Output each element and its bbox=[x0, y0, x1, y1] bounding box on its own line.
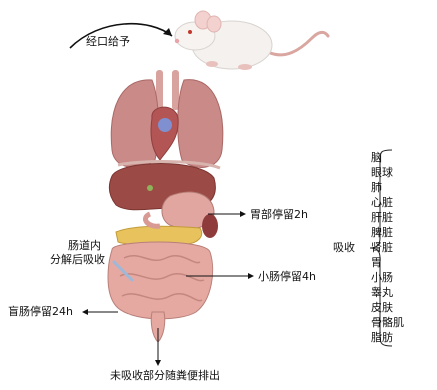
organ-item: 皮肤 bbox=[371, 301, 393, 314]
organ-item: 脂肪 bbox=[371, 331, 393, 344]
organ-item: 骨骼肌 bbox=[371, 316, 404, 329]
rat-illustration bbox=[175, 11, 328, 70]
organ-item: 睾丸 bbox=[371, 286, 393, 299]
absorption-label: 吸收 bbox=[333, 241, 355, 254]
cecum-retention-label: 盲肠停留24h bbox=[8, 305, 73, 318]
intestine-decomposition-label-line2: 分解后吸收 bbox=[50, 253, 105, 266]
organ-item: 肾脏 bbox=[371, 241, 393, 254]
cecum-arrow bbox=[82, 309, 118, 315]
organ-item: 心脏 bbox=[371, 196, 393, 209]
excretion-label: 未吸收部分随粪便排出 bbox=[110, 369, 220, 382]
organ-item: 脑 bbox=[371, 151, 382, 164]
stomach-retention-label: 胃部停留2h bbox=[250, 208, 308, 221]
organ-item: 肝脏 bbox=[371, 211, 393, 224]
oral-administration-label: 经口给予 bbox=[86, 35, 130, 48]
organ-item: 肺 bbox=[371, 181, 382, 194]
small-intestine-retention-label: 小肠停留4h bbox=[258, 270, 316, 283]
intestine-decomposition-label-line1: 肠道内 bbox=[68, 239, 101, 252]
organ-illustration bbox=[108, 70, 223, 342]
organ-item: 眼球 bbox=[371, 166, 393, 179]
organ-item: 小肠 bbox=[371, 271, 393, 284]
organ-item: 脾脏 bbox=[371, 226, 393, 239]
organ-item: 胃 bbox=[371, 256, 382, 269]
